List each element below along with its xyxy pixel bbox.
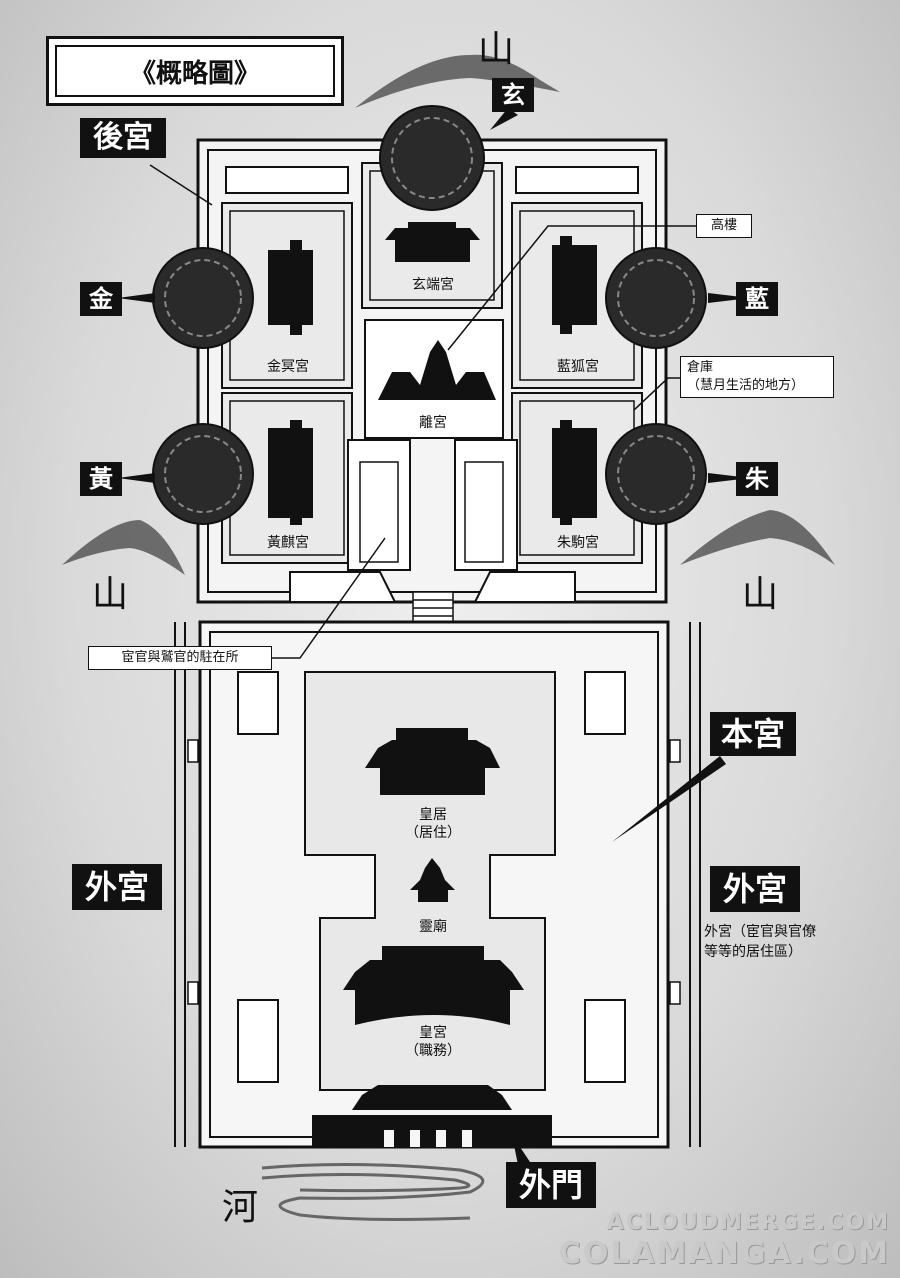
label-imperial-residence-note: （居住） [405,825,461,841]
callout-tower: 高樓 [696,214,752,238]
region-outer-gate: 外門 [506,1162,596,1208]
direction-east-bottom: 朱 [736,462,778,496]
outer-palace-description: 外宮（宦官與官僚 等等的居住區） [704,922,854,962]
watermark-line2: COLAMANGA.COM [558,1236,890,1271]
dragon-medallions [152,105,707,525]
watermark-line1: ACLOUDMERGE.COM [606,1210,890,1235]
callout-warehouse-title: 倉庫 [687,360,714,375]
outer-palace-desc-line2: 等等的居住區） [704,944,802,960]
mountain-label-right: 山 [742,574,779,615]
direction-north: 玄 [492,78,534,112]
building-silhouettes [268,222,597,1147]
mountain-top-shape [355,54,560,108]
label-zhuju-palace: 朱駒宮 [557,535,599,551]
mountain-label-top: 山 [478,29,515,70]
label-imperial-palace-note: （職務） [405,1043,461,1059]
mountain-label-left: 山 [92,574,129,615]
callout-warehouse-note: （慧月生活的地方） [687,378,805,393]
map-title: 《概略圖》 [55,45,335,97]
label-lanhu-palace: 藍狐宮 [557,359,599,375]
label-imperial-residence: 皇居 [419,807,447,823]
label-li-palace: 離宮 [419,415,447,431]
label-spirit-temple: 靈廟 [419,919,447,935]
direction-west-top: 金 [80,282,122,316]
gate-arches [384,1130,472,1147]
label-xuanduan-palace: 玄端宮 [412,277,454,293]
title-frame: 《概略圖》 [46,36,344,106]
label-jinming-palace: 金冥宮 [267,359,309,375]
mountain-right-shape [680,510,835,565]
direction-east-top: 藍 [736,282,778,316]
label-huangqi-palace: 黃麒宮 [267,535,309,551]
callout-eunuch-quarters: 宦官與鷲官的駐在所 [88,646,272,670]
label-imperial-palace: 皇宮 [419,1025,447,1041]
river-label: 河 [222,1187,259,1228]
outer-palace-desc-line1: 外宮（宦官與官僚 [704,924,816,940]
region-outer-palace-right: 外宮 [710,866,800,912]
river-shape [261,1162,485,1221]
mountain-left-shape [62,520,185,575]
region-outer-palace-left: 外宮 [72,864,162,910]
pointer-lines [118,108,750,1165]
direction-west-bottom: 黃 [80,462,122,496]
region-main-palace: 本宮 [710,712,796,756]
region-harem: 後宮 [80,118,166,158]
callout-warehouse: 倉庫 （慧月生活的地方） [680,356,834,398]
